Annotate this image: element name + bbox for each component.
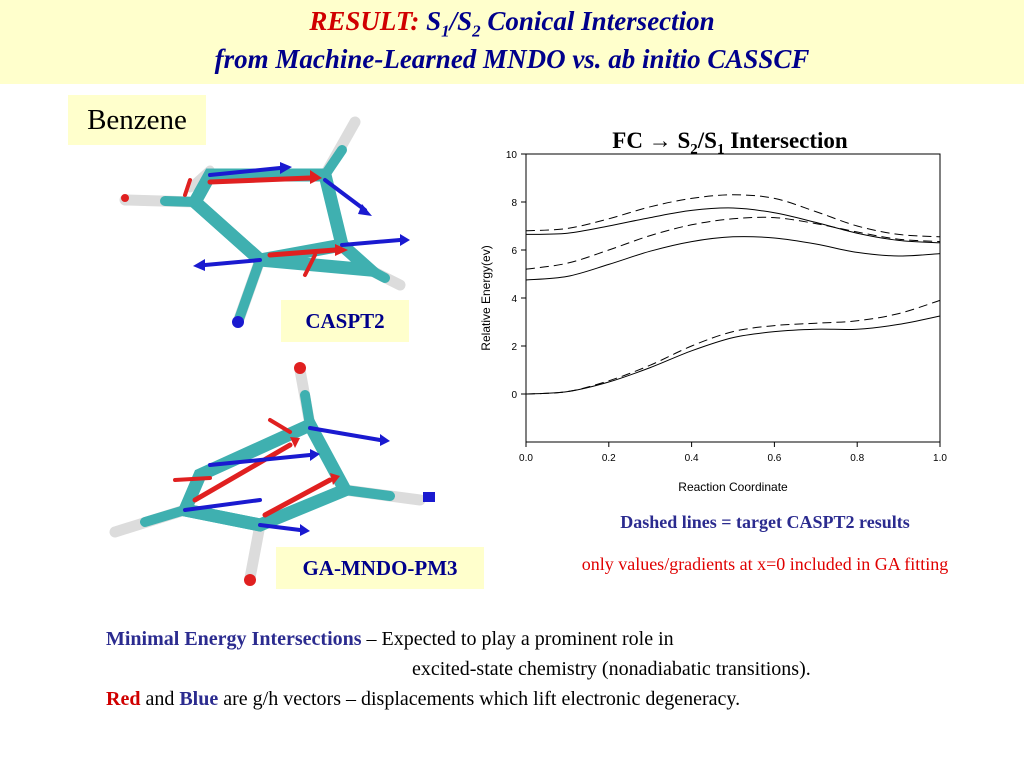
- chart-title-sub1: 1: [716, 141, 725, 158]
- footer-line2: excited-state chemistry (nonadiabatic tr…: [106, 654, 1006, 684]
- mei-label: Minimal Energy Intersections: [106, 628, 362, 650]
- chart-title-prefix: FC: [612, 128, 649, 153]
- chart-title-suffix: Intersection: [724, 128, 848, 153]
- title-rest: Conical Intersection: [480, 6, 715, 36]
- series-line-4: [525, 216, 941, 270]
- caspt2-molecule-image: [119, 116, 410, 328]
- chart-title: FC → S2/S1 Intersection: [560, 128, 900, 159]
- chart-title-s: S: [671, 128, 691, 153]
- gamndo-molecule-image: [109, 362, 435, 586]
- title-slash: /S: [449, 6, 473, 36]
- plot-frame: [525, 153, 941, 443]
- x-tick-label: 0.6: [767, 453, 781, 464]
- x-tick-label: 1.0: [933, 453, 947, 464]
- blue-word: Blue: [179, 688, 219, 710]
- footer-text: Minimal Energy Intersections – Expected …: [106, 624, 1006, 714]
- x-tick-label: 0.4: [685, 453, 699, 464]
- chart-title-arrow: →: [648, 128, 672, 153]
- y-tick-label: 8: [511, 198, 517, 209]
- series-line-5: [525, 207, 941, 244]
- red-word: Red: [106, 688, 141, 710]
- title-sub1: 1: [441, 21, 450, 41]
- dashed-lines-note: Dashed lines = target CASPT2 results: [620, 512, 910, 532]
- chart-title-slash: /S: [697, 128, 717, 153]
- benzene-label: Benzene: [68, 95, 206, 145]
- title-sub2: 2: [472, 21, 481, 41]
- x-tick-label: 0.8: [850, 453, 864, 464]
- y-axis-label: Relative Energy(ev): [479, 245, 493, 350]
- caspt2-label: CASPT2: [281, 300, 409, 342]
- result-label: RESULT:: [309, 6, 420, 36]
- series-line-1: [525, 315, 941, 395]
- footer-line1: Minimal Energy Intersections – Expected …: [106, 624, 1006, 654]
- mei-text1: – Expected to play a prominent role in: [361, 628, 674, 650]
- gh-text: are g/h vectors – displacements which li…: [218, 688, 741, 710]
- x-tick-label: 0.2: [602, 453, 616, 464]
- slide-subtitle: from Machine-Learned MNDO vs. ab initio …: [214, 44, 810, 74]
- title-s: S: [426, 6, 442, 36]
- mei-text2: excited-state chemistry (nonadiabatic tr…: [412, 658, 811, 680]
- footer-line3: Red and Blue are g/h vectors – displacem…: [106, 684, 1006, 714]
- y-tick-label: 10: [506, 150, 518, 161]
- ga-fitting-note: only values/gradients at x=0 included in…: [581, 554, 949, 574]
- y-tick-label: 6: [511, 246, 517, 257]
- chart-title-sub2: 2: [690, 141, 698, 158]
- and-word: and: [140, 688, 180, 710]
- series-line-2: [525, 299, 941, 395]
- series-line-6: [525, 194, 941, 238]
- y-tick-label: 2: [511, 342, 517, 353]
- x-tick-label: 0.0: [519, 453, 533, 464]
- x-axis-label: Reaction Coordinate: [678, 480, 788, 494]
- title-banner: RESULT: S1/S2 Conical Intersection from …: [0, 0, 1024, 84]
- y-tick-label: 4: [511, 294, 517, 305]
- series-line-3: [525, 236, 941, 281]
- y-tick-label: 0: [511, 390, 517, 401]
- gamndo-label: GA-MNDO-PM3: [276, 547, 484, 589]
- slide-title: RESULT: S1/S2 Conical Intersection: [0, 6, 1024, 41]
